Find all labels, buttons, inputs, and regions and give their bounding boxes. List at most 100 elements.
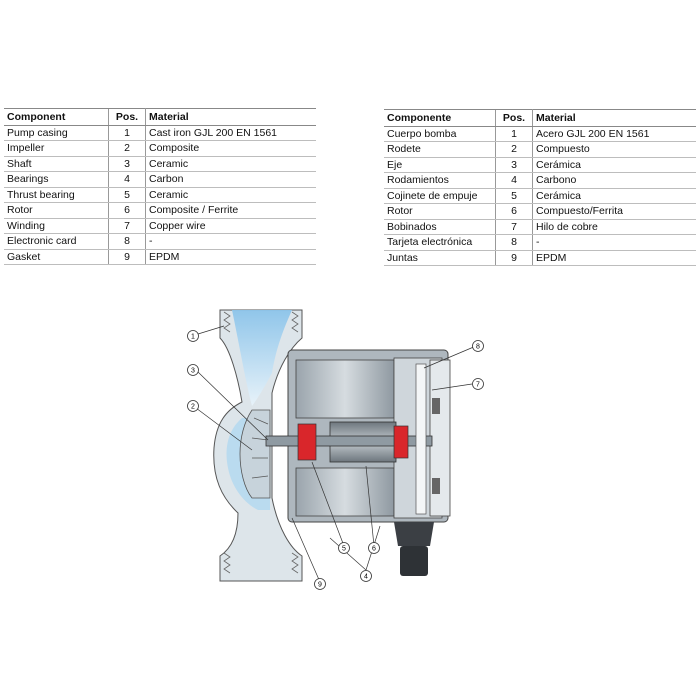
cell-component: Bearings — [4, 171, 109, 188]
cell-pos: 2 — [108, 140, 146, 157]
cell-pos: 9 — [495, 250, 533, 266]
callout-1: 1 — [187, 330, 199, 342]
cell-component: Cuerpo bomba — [384, 126, 496, 142]
cell-component: Pump casing — [4, 125, 109, 141]
cell-pos: 1 — [108, 125, 146, 141]
svg-text:1: 1 — [191, 334, 195, 341]
cell-material: Cerámica — [532, 188, 696, 204]
impeller — [239, 409, 271, 499]
cell-material: Carbono — [532, 172, 696, 189]
cell-pos: 5 — [108, 187, 146, 203]
cell-pos: 4 — [495, 172, 533, 189]
cell-material: Carbon — [145, 171, 316, 188]
cell-material: Cerámica — [532, 157, 696, 173]
cell-material: Hilo de cobre — [532, 219, 696, 235]
cell-component: Impeller — [4, 140, 109, 157]
cell-component: Eje — [384, 157, 496, 173]
cell-component: Electronic card — [4, 233, 109, 250]
cell-pos: 1 — [495, 126, 533, 142]
svg-text:8: 8 — [476, 344, 480, 351]
callout-5: 5 — [338, 542, 350, 554]
cell-material: EPDM — [532, 250, 696, 266]
cell-material: Composite — [145, 140, 316, 157]
cell-material: Compuesto — [532, 141, 696, 158]
cell-component: Bobinados — [384, 219, 496, 235]
cell-component: Winding — [4, 218, 109, 234]
cell-material: Compuesto/Ferrita — [532, 203, 696, 220]
bearing-parts — [297, 423, 409, 461]
cell-pos: 8 — [495, 234, 533, 251]
rotor-assembly — [265, 421, 433, 463]
cell-component: Gasket — [4, 249, 109, 265]
cell-pos: 3 — [108, 156, 146, 172]
cell-component: Juntas — [384, 250, 496, 266]
cell-component: Rotor — [4, 202, 109, 219]
cell-pos: 4 — [108, 171, 146, 188]
svg-text:2: 2 — [191, 404, 195, 411]
header-material: Material — [532, 109, 696, 127]
cell-component: Cojinete de empuje — [384, 188, 496, 204]
cell-pos: 6 — [495, 203, 533, 220]
svg-text:7: 7 — [476, 382, 480, 389]
callout-4: 4 — [360, 570, 372, 582]
cell-pos: 8 — [108, 233, 146, 250]
header-pos: Pos. — [108, 108, 146, 126]
cell-material: - — [145, 233, 316, 250]
svg-text:6: 6 — [372, 546, 376, 553]
cell-pos: 6 — [108, 202, 146, 219]
callout-8: 8 — [472, 340, 484, 352]
cell-material: - — [532, 234, 696, 251]
header-component: Component — [4, 108, 109, 126]
callout-3: 3 — [187, 364, 199, 376]
cell-material: Copper wire — [145, 218, 316, 234]
cell-component: Tarjeta electrónica — [384, 234, 496, 251]
header-material: Material — [145, 108, 316, 126]
callout-6: 6 — [368, 542, 380, 554]
callout-7: 7 — [472, 378, 484, 390]
callout-9: 9 — [314, 578, 326, 590]
header-componente: Componente — [384, 109, 496, 127]
table-header-row: Componente Pos. Material — [384, 109, 696, 127]
svg-text:4: 4 — [364, 574, 368, 581]
cell-pos: 7 — [495, 219, 533, 235]
header-pos: Pos. — [495, 109, 533, 127]
callout-2: 2 — [187, 400, 199, 412]
electronic-card — [415, 363, 440, 515]
cell-component: Thrust bearing — [4, 187, 109, 203]
cable-gland — [394, 522, 434, 576]
cell-material: Ceramic — [145, 187, 316, 203]
cell-pos: 7 — [108, 218, 146, 234]
cell-pos: 2 — [495, 141, 533, 158]
cell-material: Cast iron GJL 200 EN 1561 — [145, 125, 316, 141]
cell-material: Ceramic — [145, 156, 316, 172]
cell-material: Composite / Ferrite — [145, 202, 316, 219]
svg-text:9: 9 — [318, 582, 322, 589]
svg-text:3: 3 — [191, 368, 195, 375]
cell-component: Rodamientos — [384, 172, 496, 189]
cell-material: EPDM — [145, 249, 316, 265]
cell-pos: 3 — [495, 157, 533, 173]
cell-component: Shaft — [4, 156, 109, 172]
pump-cutaway-diagram: 1 2 3 4 5 6 7 8 9 — [187, 309, 484, 590]
cell-component: Rotor — [384, 203, 496, 220]
